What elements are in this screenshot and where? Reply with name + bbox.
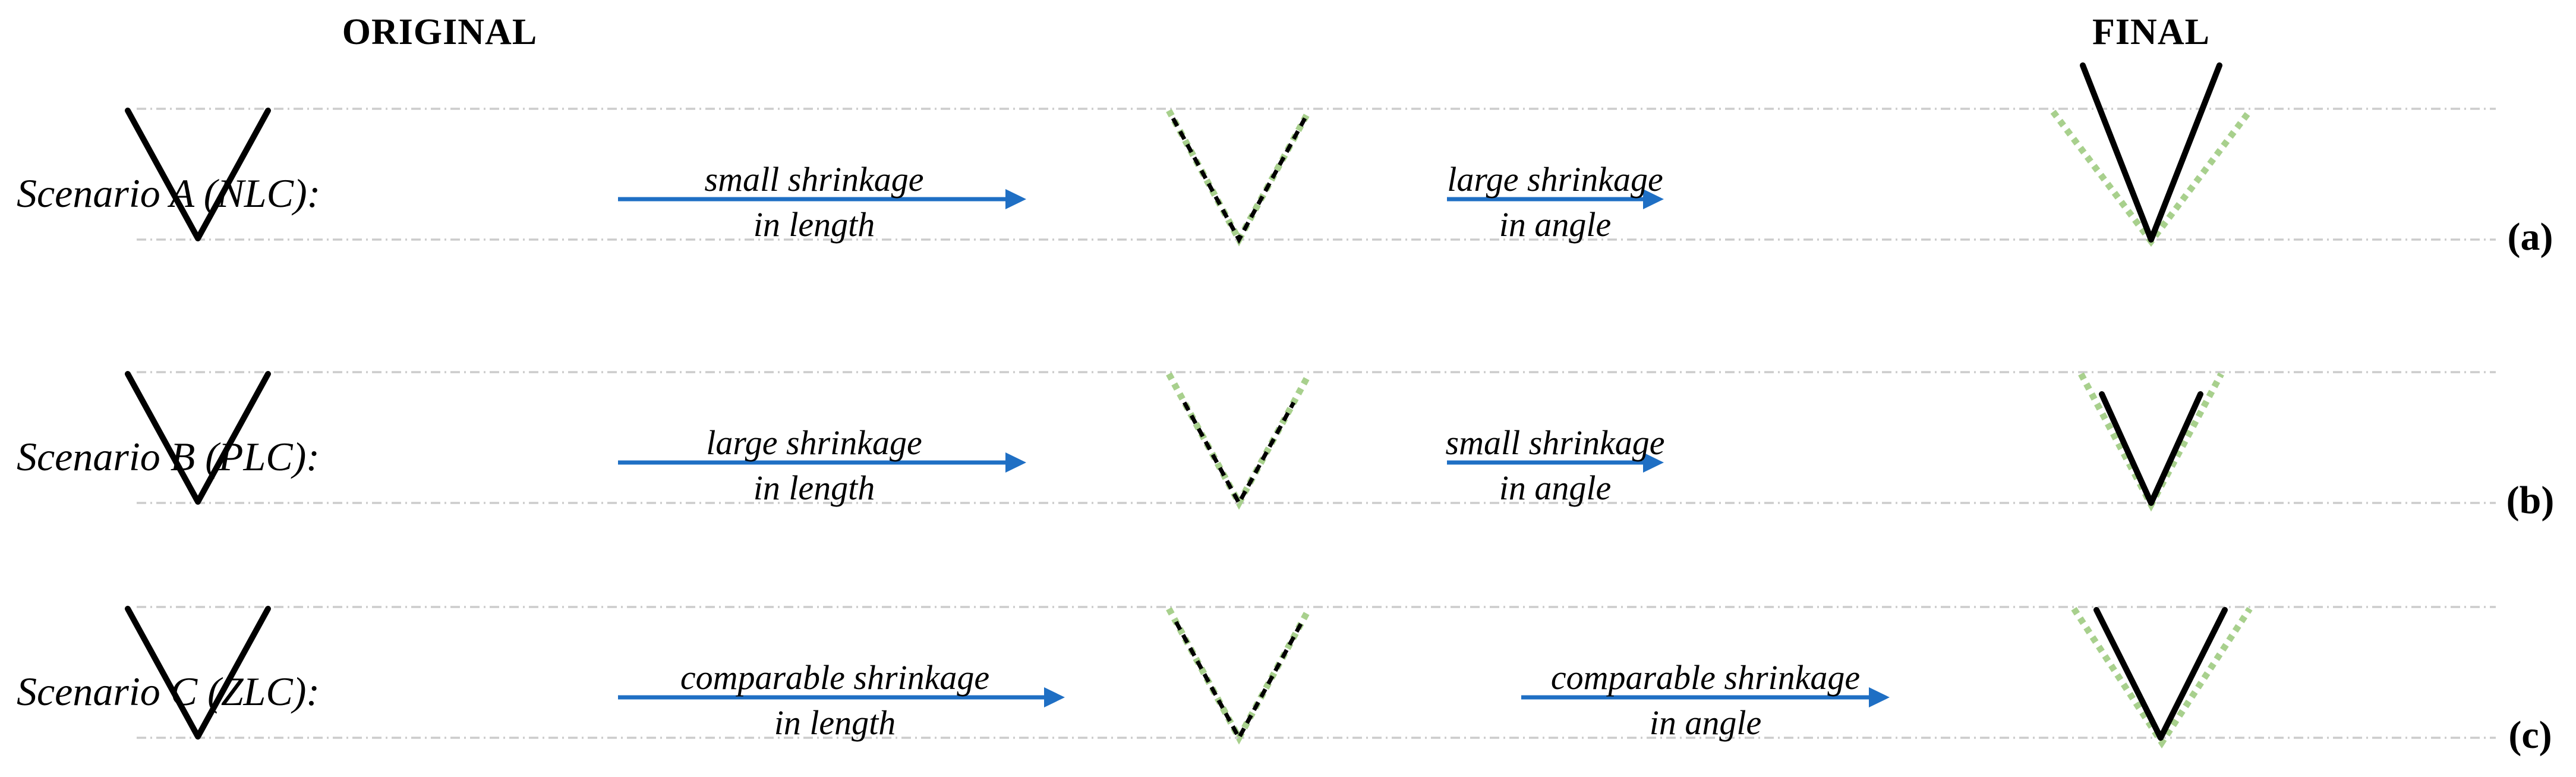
shrunk-v-black-dashed <box>1171 117 1307 244</box>
intermediate-v-c <box>1166 607 1312 745</box>
arrow-label-line1: small shrinkage <box>1446 423 1665 462</box>
row-scenario-b: Scenario B (PLC): large shrinkage in len… <box>17 371 2555 522</box>
final-v-black <box>2080 62 2222 243</box>
reference-v-green <box>2071 606 2253 749</box>
arrow-head <box>1643 189 1664 209</box>
arrow-label-line2: in length <box>774 703 896 742</box>
arrow-head <box>1044 687 1065 707</box>
arrow-length-b: large shrinkage in length <box>618 423 1026 507</box>
original-v-a <box>125 108 271 241</box>
column-header-original: ORIGINAL <box>342 12 537 52</box>
arrow-label-line1: large shrinkage <box>706 423 922 462</box>
reference-v-green <box>1166 109 1312 247</box>
column-header-final: FINAL <box>2092 12 2210 52</box>
shrunk-v-black-dashed <box>1174 621 1304 743</box>
arrow-label-line2: in length <box>753 205 875 244</box>
arrow-label-line1: large shrinkage <box>1447 160 1663 199</box>
original-v-c <box>125 606 271 740</box>
reference-v-green <box>2050 109 2252 247</box>
scenario-a-label: Scenario A (NLC): <box>17 171 320 216</box>
final-v-c <box>2071 606 2253 749</box>
row-tag-b: (b) <box>2506 479 2555 522</box>
arrow-angle-a: large shrinkage in angle <box>1447 160 1664 244</box>
arrow-head <box>1869 687 1890 707</box>
arrow-head <box>1643 452 1664 473</box>
final-v-a <box>2050 62 2252 247</box>
reference-v-green <box>1166 607 1312 745</box>
row-scenario-a: Scenario A (NLC): small shrinkage in len… <box>17 62 2553 259</box>
final-v-black <box>2099 391 2203 506</box>
row-tag-c: (c) <box>2508 713 2552 757</box>
arrow-label-line2: in angle <box>1499 468 1611 507</box>
final-v-b <box>2078 372 2224 512</box>
arrow-label-line1: comparable shrinkage <box>680 658 989 697</box>
intermediate-v-b <box>1166 372 1312 510</box>
scenario-b-label: Scenario B (PLC): <box>17 434 320 479</box>
arrow-angle-c: comparable shrinkage in angle <box>1521 658 1890 742</box>
arrow-label-line2: in angle <box>1499 205 1611 244</box>
arrow-length-a: small shrinkage in length <box>618 160 1026 244</box>
final-v-black <box>2093 607 2228 741</box>
scenario-c-label: Scenario C (ZLC): <box>17 669 320 714</box>
arrow-length-c: comparable shrinkage in length <box>618 658 1065 742</box>
arrow-label-line1: small shrinkage <box>705 160 924 199</box>
original-v-b <box>125 371 271 505</box>
row-tag-a: (a) <box>2508 215 2553 259</box>
reference-v-green <box>1166 372 1312 510</box>
intermediate-v-a <box>1166 109 1312 247</box>
arrow-label-line2: in length <box>753 468 875 507</box>
shrunk-v-black-dashed <box>1182 401 1296 508</box>
arrow-head <box>1005 452 1026 473</box>
arrow-head <box>1005 189 1026 209</box>
row-scenario-c: Scenario C (ZLC): comparable shrinkage i… <box>17 606 2552 757</box>
arrow-angle-b: small shrinkage in angle <box>1446 423 1665 507</box>
arrow-label-line2: in angle <box>1650 703 1761 742</box>
arrow-label-line1: comparable shrinkage <box>1551 658 1860 697</box>
